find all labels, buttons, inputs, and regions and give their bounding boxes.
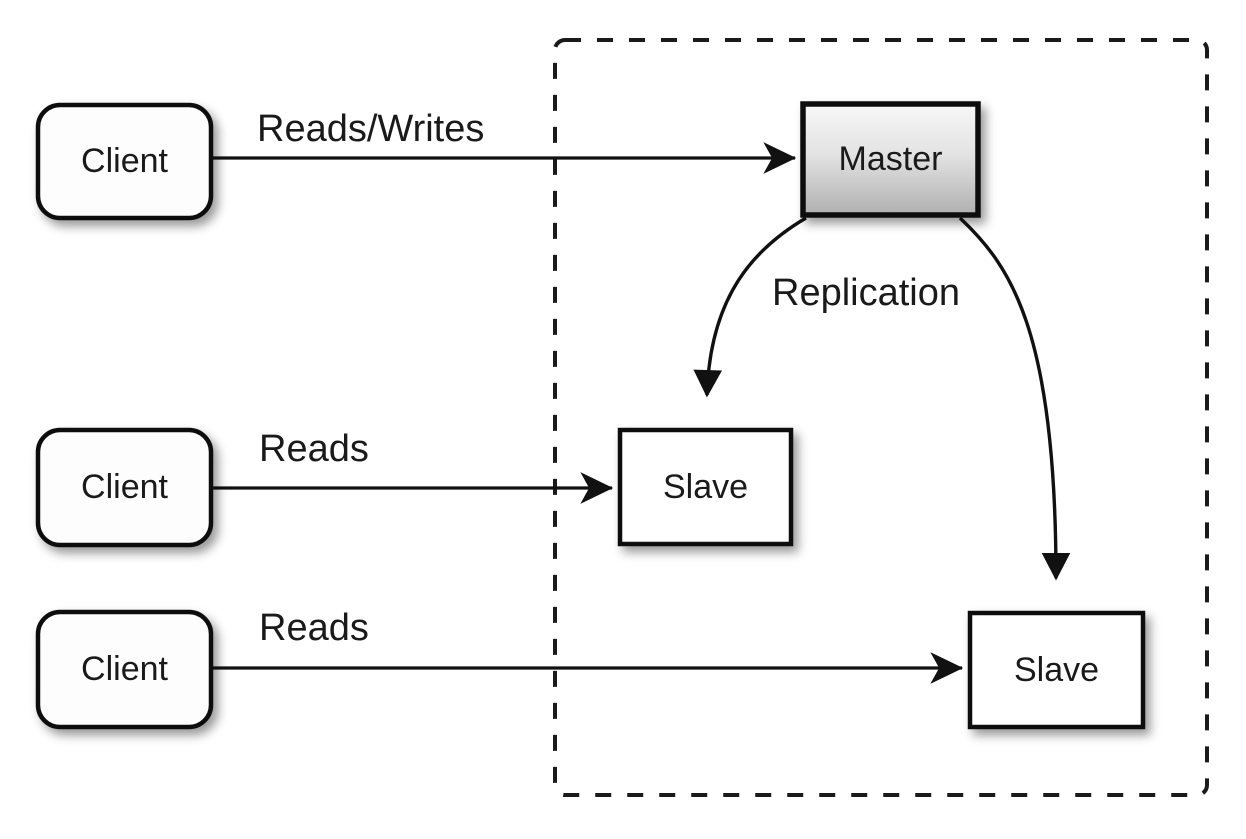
slave-1-label: Slave [663,468,748,506]
database-cluster-boundary [553,38,1209,797]
client-1-label: Client [81,142,168,180]
edge-label-replication: Replication [772,272,960,314]
edge-label-reads-top: Reads [259,428,369,470]
edge-master-to-slave2 [958,216,1071,581]
edge-master-to-slave1 [693,216,807,398]
client-2-shape [35,427,214,548]
client-3-shape [35,609,214,730]
slave-1-shape [617,427,794,547]
client-2-label: Client [81,468,168,506]
client-1-shape [35,102,214,221]
node-client-1[interactable]: Client [35,102,214,221]
edge-label-reads-bottom: Reads [259,607,369,649]
node-client-2[interactable]: Client [35,427,214,548]
client-3-label: Client [81,650,168,688]
node-master[interactable]: Master [800,101,981,218]
slave-2-shape [967,610,1146,730]
node-slave-2[interactable]: Slave [967,610,1146,730]
slave-2-label: Slave [1014,651,1099,689]
edge-label-reads-writes: Reads/Writes [257,108,484,150]
master-label: Master [839,140,943,178]
master-shape [800,101,981,218]
node-slave-1[interactable]: Slave [617,427,794,547]
node-client-3[interactable]: Client [35,609,214,730]
